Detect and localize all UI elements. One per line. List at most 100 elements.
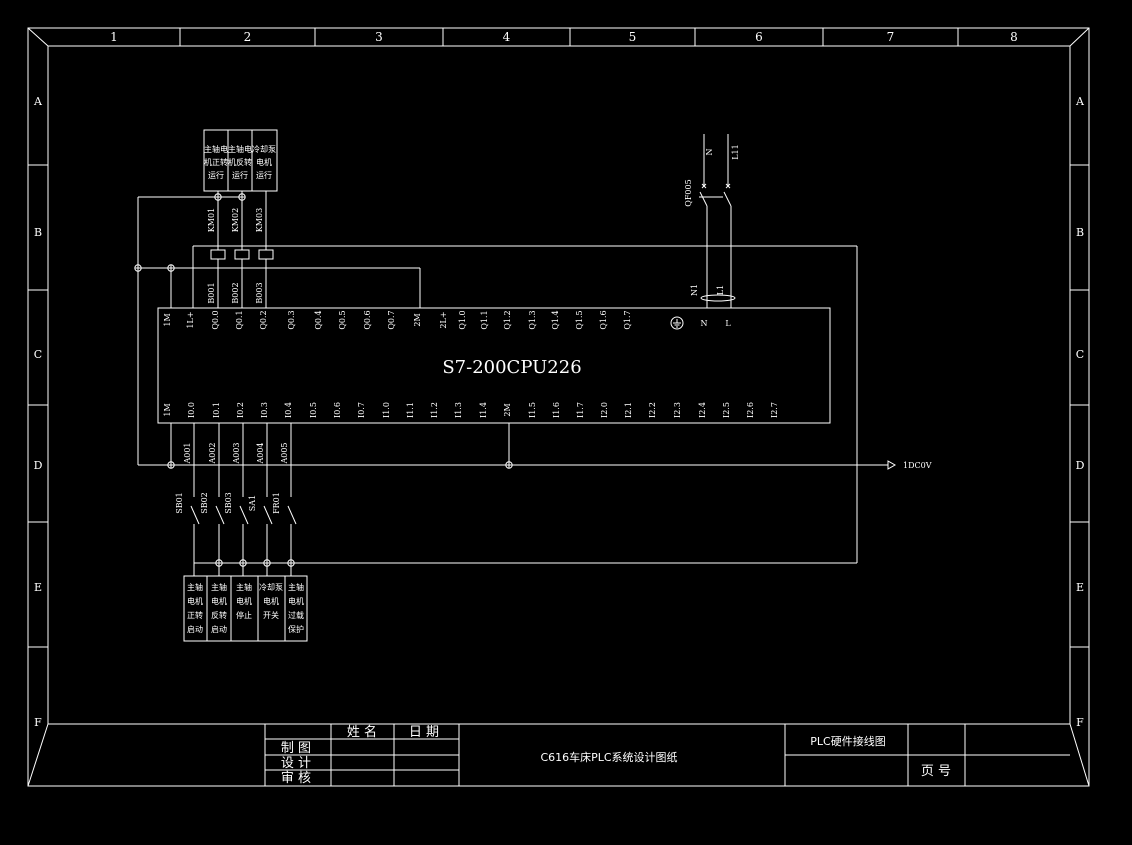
input-label-text: 正转 [187,610,203,620]
row-label: E [1076,581,1084,594]
input-label-text: 启动 [187,624,203,634]
plc-bottom-terminal: I0.7 [357,402,366,418]
column-label: 3 [375,30,383,44]
row-label: B [1076,226,1084,239]
plc-bottom-terminal: I0.2 [236,402,245,418]
corner-line [27,27,49,47]
dc-label: 1DC0V [903,461,932,470]
row-label: B [34,226,42,239]
plc-bottom-terminal: I0.4 [284,402,293,418]
plc-top-terminal: Q1.5 [575,310,584,329]
plc-top-terminal: 2M [413,313,422,326]
output-label-text: 机反转 [228,157,252,167]
output-label-box [203,129,278,192]
plc-top-terminal: Q1.7 [623,310,632,329]
corner-line [1069,27,1090,47]
input-label-text: 停止 [236,610,252,620]
column-label: 2 [244,30,252,44]
plc-top-terminal: Q0.1 [235,310,244,329]
switch-blade [190,505,200,525]
breaker-label: QF005 [684,179,693,206]
switch-blade [215,505,225,525]
drawing-name: PLC硬件接线图 [810,734,885,748]
plc-top-terminal: Q0.2 [259,310,268,329]
input-label-text: 主轴 [288,582,304,592]
plc-top-terminal: L [725,319,731,328]
coil-symbol [234,249,250,260]
plc-top-terminal: Q1.1 [480,310,489,329]
output-label-text: 电机 [256,157,272,167]
input-label-text: 主轴 [187,582,203,592]
row-label: C [34,348,42,361]
ground-ring [670,316,684,330]
plc-top-terminal: 2L+ [439,311,448,328]
ground-icon [670,316,684,330]
switch-blade [263,505,273,525]
row-label: F [1076,716,1084,729]
row-label: E [34,581,42,594]
row-label: A [33,95,43,108]
name-header: 姓 名 [347,724,377,740]
title-block: 姓 名日 期制 图设 计审 核C616车床PLC系统设计图纸PLC硬件接线图页 … [48,723,1070,786]
corner-line [27,723,49,787]
column-label: 5 [629,30,637,44]
output-label-text: 运行 [208,170,224,180]
plc-bottom-terminal: I2.6 [746,402,755,418]
input-label-text: 电机 [263,596,279,606]
output-wire-label: B003 [255,282,264,303]
plc-top-terminal: 1L+ [186,311,195,328]
plc-model-label: S7-200CPU226 [442,357,581,378]
input-label-text: 电机 [288,596,304,606]
power-wire-label: N1 [690,284,699,296]
input-label-text: 过载 [288,610,304,620]
plc-top-terminal: 1M [163,313,172,326]
output-label-text: 主轴电 [228,144,252,154]
plc-bottom-terminal: I2.3 [673,402,682,418]
switch-label: FR01 [272,492,281,514]
plc-body [157,307,831,424]
plc-top-terminal: Q1.3 [528,310,537,329]
plc-bottom-terminal: I0.6 [333,402,342,418]
date-header: 日 期 [409,725,439,740]
input-label-text: 主轴 [211,582,227,592]
input-wire-label: A001 [183,442,192,464]
plc-bottom-terminal: I1.2 [430,402,439,418]
output-wire-label: B001 [207,282,216,303]
inner-border [47,45,1071,725]
plc-bottom-terminal: I1.1 [406,402,415,418]
plc-top-terminal: Q0.4 [314,310,323,329]
switch-label: SA1 [248,495,257,511]
input-circuit: 1DC0VA001SB01A002SB02A003SB03A004SA1A005… [138,423,932,642]
supply-label: L11 [731,144,740,160]
input-label-text: 电机 [187,596,203,606]
plc-top-terminal: Q0.0 [211,310,220,329]
output-wire-label: B002 [231,282,240,303]
plc-bottom-terminal: I1.4 [479,402,488,418]
row-label: D [1076,459,1085,472]
plc-top-terminal: Q0.7 [387,310,396,329]
cable-sheath [700,294,736,302]
switch-blade [287,505,297,525]
plc-bottom-terminal: I1.3 [454,402,463,418]
outer-border [27,27,1090,787]
row-label: F [34,716,42,729]
output-label-text: 机正转 [204,157,228,167]
output-label-text: 运行 [256,170,272,180]
plc-top-terminal: Q1.2 [503,310,512,329]
input-wire-label: A004 [256,442,265,464]
plc-top-terminal: Q0.6 [363,310,372,329]
plc-bottom-terminal: I0.0 [187,402,196,418]
plc-bottom-terminal: I2.1 [624,402,633,418]
switch-blade [239,505,249,525]
output-label-text: 主轴电 [204,144,228,154]
input-label-text: 电机 [236,596,252,606]
input-label-text: 反转 [211,610,227,620]
breaker-blade [699,191,708,207]
plc-bottom-terminal: I0.5 [309,402,318,418]
coil-label: KM01 [207,208,216,232]
plc-bottom-terminal: I1.6 [552,402,561,418]
junction-dot [134,264,142,272]
plc-bottom-terminal: I2.0 [600,402,609,418]
